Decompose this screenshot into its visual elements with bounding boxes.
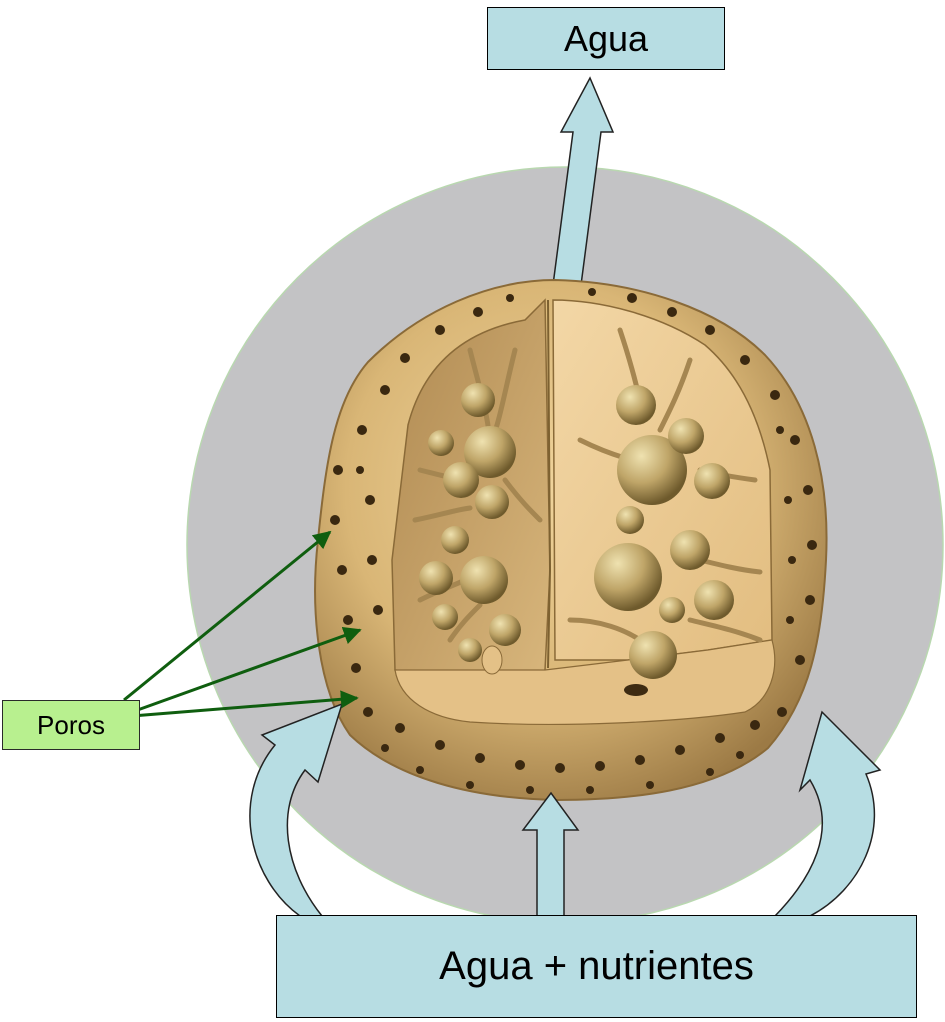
sponge-illustration <box>315 280 826 800</box>
water-output-label: Agua <box>487 7 725 70</box>
water-nutrients-input-label: Agua + nutrientes <box>276 915 917 1018</box>
pores-label: Poros <box>2 700 140 750</box>
